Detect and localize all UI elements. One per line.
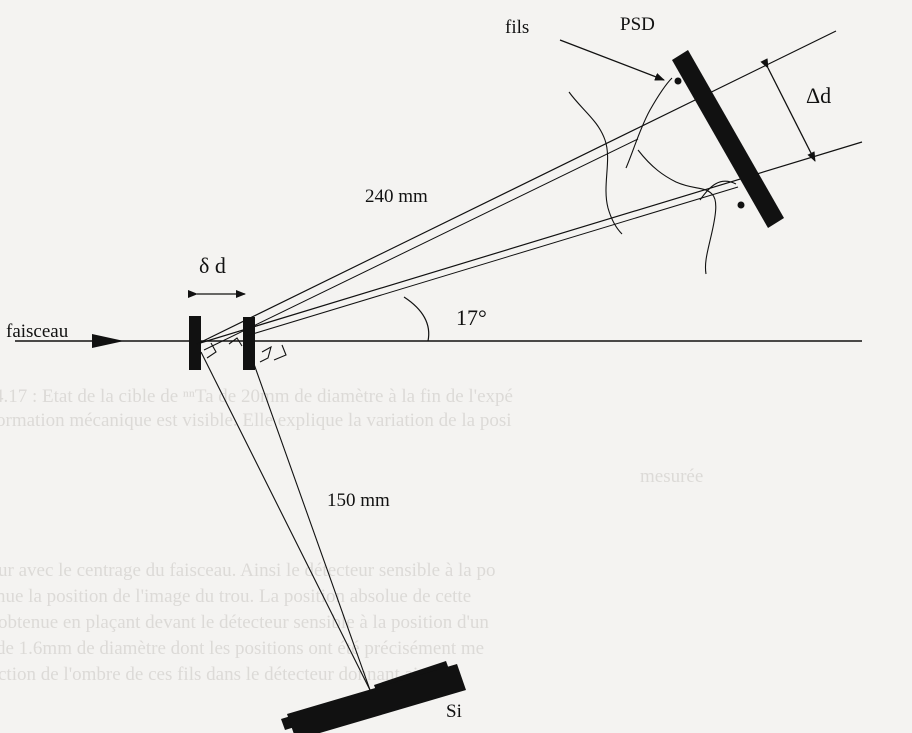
show-through-line: nue la position de l'image du trou. La p… bbox=[0, 586, 472, 607]
distance-near-label: 150 mm bbox=[327, 490, 390, 511]
angle-label: 17° bbox=[456, 305, 487, 330]
show-through-line: 4.17 : Etat de la cible de ⁿⁿTa de 20mm … bbox=[0, 386, 513, 407]
show-through-line: mesurée bbox=[640, 466, 704, 487]
show-through-line: de 1.6mm de diamètre dont les positions … bbox=[0, 638, 485, 659]
fils-label: fils bbox=[505, 17, 530, 38]
ray-upper-inner bbox=[203, 138, 639, 351]
right-angle-marker bbox=[273, 344, 287, 361]
shadow-profile-upper bbox=[568, 91, 623, 235]
right-angle-marker bbox=[206, 342, 217, 359]
ray-lower-inner bbox=[245, 186, 739, 337]
show-through-line: ormation mécanique est visible. Elle exp… bbox=[0, 410, 512, 431]
show-through-line: ction de l'ombre de ces fils dans le dét… bbox=[0, 664, 441, 685]
show-through-line: obtenue en plaçant devant le détecteur s… bbox=[0, 612, 489, 633]
beam-arrow-icon bbox=[92, 334, 124, 348]
target-foil-right bbox=[243, 317, 255, 370]
target-foil-left bbox=[189, 316, 201, 370]
ray-lower bbox=[196, 141, 863, 345]
si-detector-bar bbox=[287, 664, 466, 733]
psd-label: PSD bbox=[620, 14, 655, 35]
show-through-line: ur avec le centrage du faisceau. Ainsi l… bbox=[0, 560, 496, 581]
shadow-profile-lower-tail bbox=[699, 180, 737, 201]
si-label: Si bbox=[446, 701, 462, 722]
right-angle-marker bbox=[259, 345, 272, 363]
delta-d-label: δ d bbox=[199, 253, 226, 278]
ray-to-si-right bbox=[248, 349, 371, 691]
shadow-profile-lower bbox=[637, 149, 717, 275]
wire-dot-lower bbox=[737, 201, 745, 209]
psd-detector-bar bbox=[672, 50, 784, 228]
big-delta-d-label: Δd bbox=[806, 83, 832, 108]
distance-far-label: 240 mm bbox=[365, 186, 428, 207]
beam-label: faisceau bbox=[6, 321, 69, 342]
big-delta-d-dimension-arrow bbox=[760, 58, 816, 162]
right-angle-marker bbox=[228, 337, 243, 347]
ray-to-si-left bbox=[200, 351, 371, 691]
ray-upper bbox=[196, 30, 837, 345]
shadow-profile-upper-tail bbox=[625, 77, 673, 169]
wire-dot-upper bbox=[674, 77, 682, 85]
fils-pointer-arrow bbox=[559, 39, 665, 81]
angle-arc bbox=[403, 296, 430, 342]
